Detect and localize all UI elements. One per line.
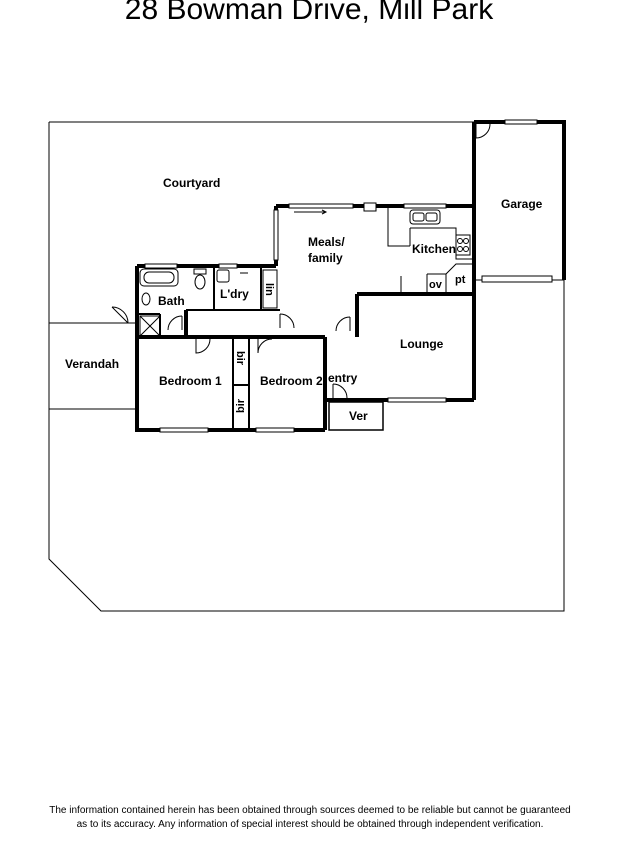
bedroom2-label: Bedroom 2 xyxy=(260,374,323,388)
meals-family-label-line2: family xyxy=(308,251,343,265)
windows xyxy=(144,202,447,433)
meals-family-label-line1: Meals/ xyxy=(308,235,345,249)
garage-label: Garage xyxy=(501,197,543,211)
interior-walls xyxy=(137,266,280,430)
bathroom-fixtures xyxy=(139,268,278,337)
bir-upper-label: bir xyxy=(234,351,246,366)
bedroom1-label: Bedroom 1 xyxy=(159,374,222,388)
verandah-label: Verandah xyxy=(65,357,119,371)
house-walls xyxy=(135,204,476,432)
door-swings xyxy=(111,272,351,399)
disclaimer: The information contained herein has bee… xyxy=(20,804,600,832)
oven-label: ov xyxy=(429,279,443,291)
page-title: 28 Bowman Drive, Mill Park xyxy=(124,0,494,26)
disclaimer-line2: as to its accuracy. Any information of s… xyxy=(76,819,544,830)
bir-lower-label: bir xyxy=(235,398,247,413)
kitchen-bench xyxy=(387,206,474,294)
laundry-label: L'dry xyxy=(220,287,249,301)
disclaimer-line1: The information contained herein has bee… xyxy=(49,805,571,816)
entry-label: entry xyxy=(328,371,358,385)
ver-outline xyxy=(328,401,384,431)
ver-label: Ver xyxy=(349,409,368,423)
courtyard-label: Courtyard xyxy=(163,176,220,190)
linen-label: lin xyxy=(263,283,275,296)
lounge-label: Lounge xyxy=(400,337,444,351)
pantry-label: pt xyxy=(455,274,466,286)
property-boundary xyxy=(48,121,565,612)
kitchen-label: Kitchen xyxy=(412,242,456,256)
bath-label: Bath xyxy=(158,294,185,308)
